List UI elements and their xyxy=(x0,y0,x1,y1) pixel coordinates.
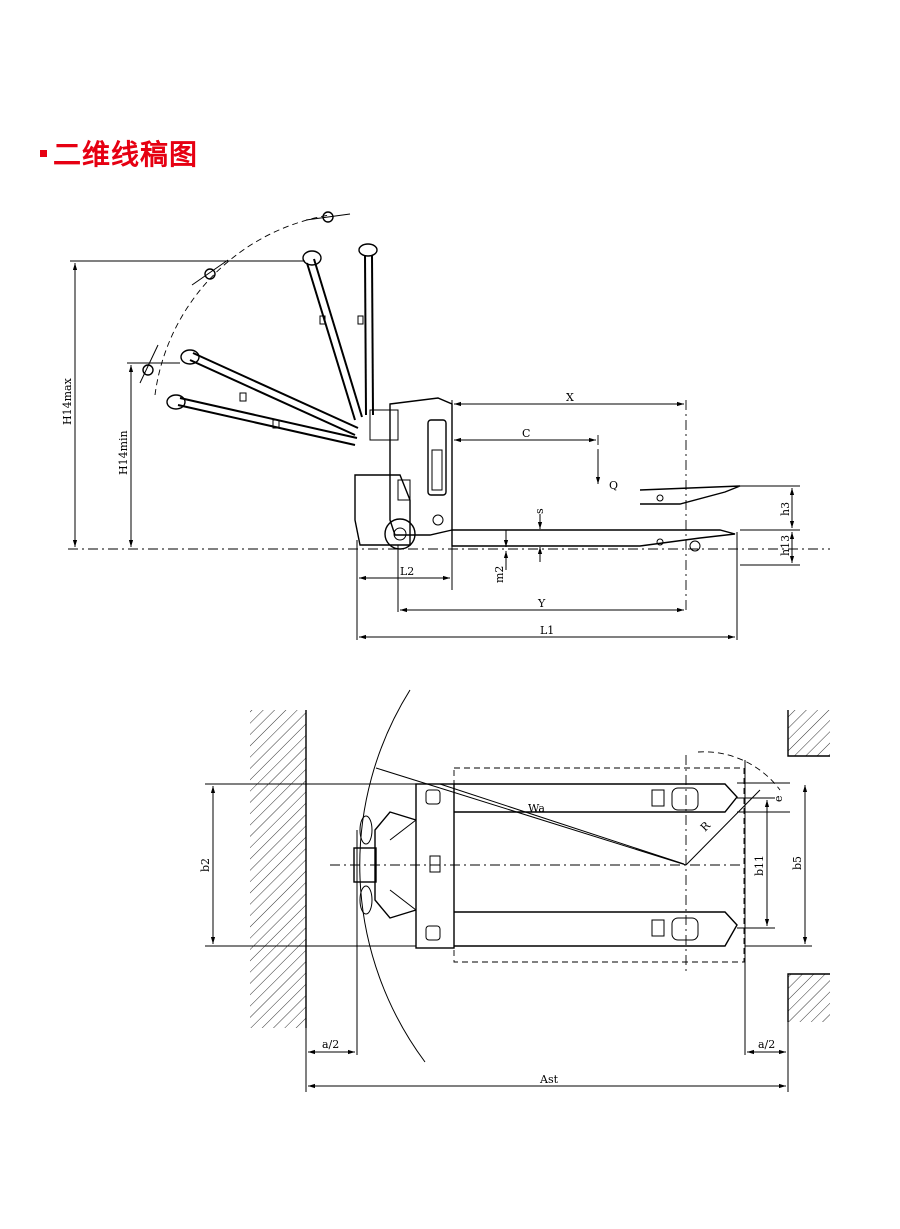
s-label: s xyxy=(533,508,546,514)
b11-label: b11 xyxy=(753,855,766,876)
tiller-handles xyxy=(166,243,378,446)
h14min-label: H14min xyxy=(117,430,130,475)
right-wall-bottom xyxy=(788,974,830,1022)
forks-top xyxy=(454,783,738,947)
drive-wheel-icon xyxy=(384,518,416,550)
truck-body-top xyxy=(353,783,455,949)
h3-label: h3 xyxy=(779,502,792,516)
side-view: H14max H14min xyxy=(61,211,830,640)
e-label: e xyxy=(772,795,785,802)
bullet-icon xyxy=(40,149,47,157)
b5-label: b5 xyxy=(791,856,804,870)
ast-label: Ast xyxy=(539,1073,559,1086)
right-wall-top xyxy=(788,710,830,756)
m2-label: m2 xyxy=(493,566,506,583)
load-wheel-icon xyxy=(671,787,699,811)
section-header: 二维线稿图 xyxy=(40,133,198,173)
c-label: C xyxy=(522,427,530,440)
r-line xyxy=(685,789,761,866)
q-label: Q xyxy=(609,479,618,492)
r-label: R xyxy=(698,819,714,835)
fork-upper xyxy=(454,783,738,813)
b2-label: b2 xyxy=(199,858,212,872)
h14max-label: H14max xyxy=(61,377,74,425)
load-wheel-icon xyxy=(689,540,701,552)
y-label: Y xyxy=(537,597,546,610)
page-title: 二维线稿图 xyxy=(53,138,199,171)
wa-line xyxy=(439,783,685,865)
truck-body-side xyxy=(354,397,453,550)
l2-label: L2 xyxy=(400,565,414,578)
top-view: Wa R e b11 b5 b2 a/2 a/2 Ast xyxy=(199,689,830,1092)
fork-lower xyxy=(454,911,738,947)
h13-label: h13 xyxy=(779,535,792,556)
a2-right-label: a/2 xyxy=(758,1038,775,1051)
load-wheel-icon xyxy=(671,917,699,941)
x-label: X xyxy=(566,391,574,404)
arc-marker-icon xyxy=(139,211,351,384)
wa-label: Wa xyxy=(528,802,545,815)
fork-side xyxy=(451,485,741,552)
turning-arc xyxy=(359,689,426,1063)
l1-label: L1 xyxy=(540,624,554,637)
tiller-head-icon xyxy=(353,847,377,883)
a2-left-label: a/2 xyxy=(322,1038,339,1051)
left-wall xyxy=(250,710,306,1028)
tiller-swing-arc xyxy=(154,214,331,396)
